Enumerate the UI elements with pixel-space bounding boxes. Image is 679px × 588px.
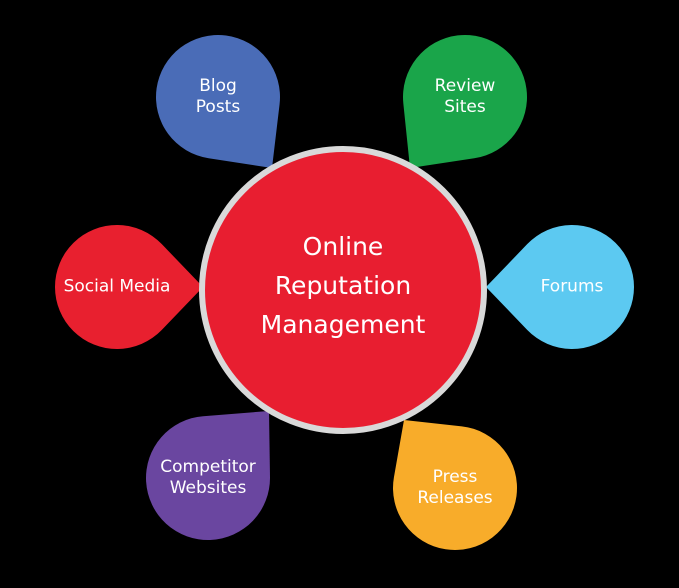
forums-petal <box>486 224 634 349</box>
label-line: Press <box>432 466 478 487</box>
press-releases-petal <box>393 420 517 551</box>
blog-posts-petal <box>156 34 280 168</box>
label-line: Competitor <box>160 456 256 477</box>
social-media-label: Social Media <box>64 276 171 297</box>
title-line: Reputation <box>274 270 412 300</box>
label-line: Sites <box>444 97 486 117</box>
label-line: Releases <box>417 488 493 508</box>
title-line: Management <box>260 309 426 339</box>
label-line: Social Media <box>63 276 171 297</box>
label-line: Forums <box>540 276 604 297</box>
label-line: Blog <box>199 75 237 96</box>
title-line: Online <box>302 231 384 261</box>
label-line: Review <box>434 75 496 96</box>
social-media-petal <box>54 224 203 350</box>
forums-label: Forums <box>541 276 604 297</box>
label-line: Posts <box>195 97 241 117</box>
center-circle <box>199 146 487 434</box>
review-sites-petal <box>403 34 527 168</box>
label-line: Websites <box>169 478 247 498</box>
competitor-websites-petal <box>146 411 270 540</box>
